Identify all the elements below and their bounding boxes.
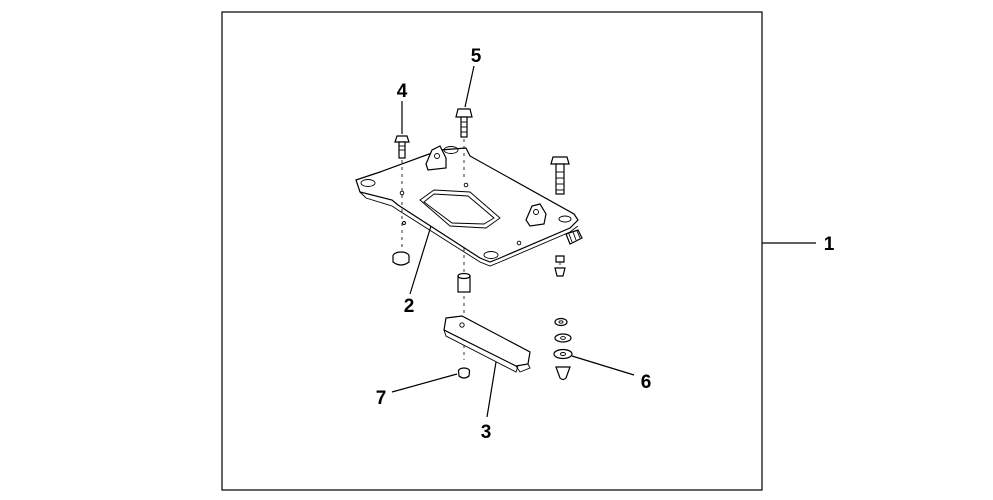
callout-3[interactable]: 3 [481,361,497,443]
callout-4[interactable]: 4 [397,81,408,134]
bolt-long [550,156,570,195]
spacer-collar [457,248,471,360]
leader-line-3 [486,361,497,418]
mounting-plate [355,145,579,267]
callout-label-5: 5 [471,46,482,67]
callout-7[interactable]: 7 [376,373,458,409]
lower-bracket [443,315,531,373]
nut-left [392,251,410,266]
washer-stack [553,317,573,381]
callout-label-6: 6 [641,372,652,393]
callout-label-1: 1 [824,234,835,255]
nut-7 [457,367,471,379]
small-nuts [554,255,566,277]
bolt-5 [455,108,473,180]
callout-label-2: 2 [404,296,415,317]
leader-line-7 [391,373,458,393]
callout-label-3: 3 [481,422,492,443]
leader-line-2 [409,225,432,295]
callout-5[interactable]: 5 [464,46,482,108]
bolt-4 [394,135,410,248]
spring [565,229,583,245]
callout-label-7: 7 [376,388,387,409]
leader-line-6 [571,355,635,376]
callout-6[interactable]: 6 [571,355,652,393]
callout-2[interactable]: 2 [404,225,432,317]
leader-line-5 [464,65,475,108]
callout-1[interactable]: 1 [762,234,835,255]
callout-label-4: 4 [397,81,408,102]
diagram-frame [221,11,763,491]
